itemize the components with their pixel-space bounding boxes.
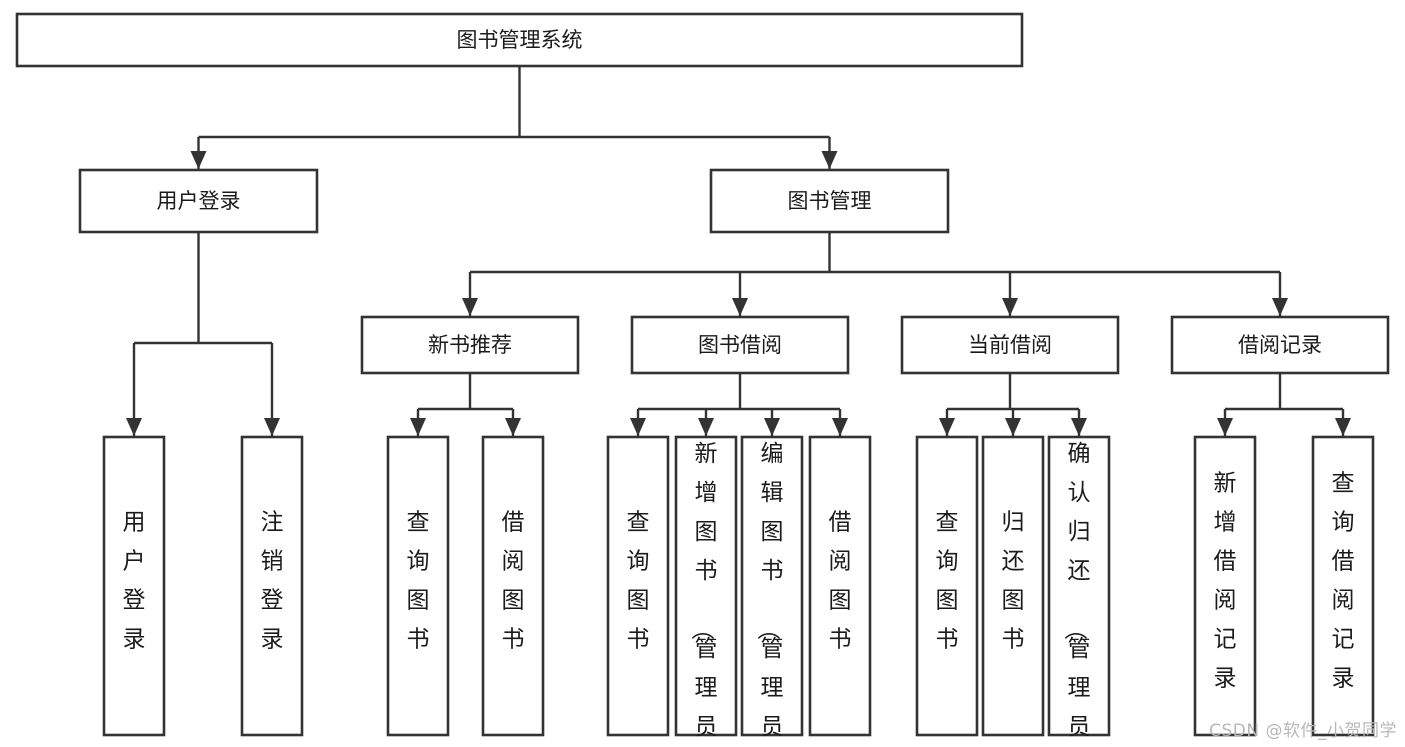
arrow-head-icon xyxy=(698,418,714,436)
level3-node-new-book-rec[interactable]: 新书推荐 xyxy=(360,315,580,375)
arrow-head-icon xyxy=(832,418,848,436)
leaf-label: 借阅图书 xyxy=(829,510,852,653)
root-node-book-management-system[interactable]: 图书管理系统 xyxy=(15,12,1024,68)
connector-borrow-records-to-leaves xyxy=(1217,373,1351,436)
level2-node-book-manage[interactable]: 图书管理 xyxy=(709,168,950,234)
connector-current-borrow-to-leaves xyxy=(939,373,1087,436)
arrow-head-icon xyxy=(126,418,142,436)
leaf-label: 新增图书（管理员） xyxy=(689,441,718,747)
leaf-node-leaf-return-book[interactable]: 归还图书 xyxy=(981,435,1045,737)
arrow-head-icon xyxy=(1071,418,1087,436)
connector-new-book-rec-to-leaves xyxy=(410,373,521,436)
connector-root-to-level2 xyxy=(190,66,838,169)
leaf-node-leaf-query-book-cur[interactable]: 查询图书 xyxy=(915,435,979,737)
leaf-node-leaf-add-book[interactable]: 新增图书（管理员） xyxy=(674,435,738,747)
node-label: 图书借阅 xyxy=(698,333,782,357)
level3-node-borrow-records[interactable]: 借阅记录 xyxy=(1170,315,1390,375)
leaf-node-leaf-query-book-rec[interactable]: 查询图书 xyxy=(386,435,450,737)
leaf-label: 归还图书 xyxy=(1002,510,1025,653)
arrow-head-icon xyxy=(1272,298,1288,316)
connector-user-login-to-leaves xyxy=(126,232,280,436)
arrow-head-icon xyxy=(505,418,521,436)
leaf-node-leaf-confirm-return[interactable]: 确认归还（管理员） xyxy=(1047,435,1111,747)
arrow-head-icon xyxy=(190,151,207,169)
level3-node-current-borrow[interactable]: 当前借阅 xyxy=(900,315,1120,375)
arrow-head-icon xyxy=(732,298,748,316)
arrow-head-icon xyxy=(630,418,646,436)
leaf-label: 注销登录 xyxy=(261,510,284,653)
leaf-label: 借阅图书 xyxy=(502,510,525,653)
leaf-node-leaf-user-login[interactable]: 用户登录 xyxy=(102,435,166,737)
arrow-head-icon xyxy=(821,151,838,169)
leaf-label: 查询图书 xyxy=(627,510,650,653)
node-label: 图书管理 xyxy=(788,189,872,213)
leaf-label: 编辑图书（管理员） xyxy=(755,441,784,747)
leaf-label: 用户登录 xyxy=(123,510,146,653)
leaf-label: 确认归还（管理员） xyxy=(1062,441,1091,747)
arrow-head-icon xyxy=(462,298,478,316)
leaf-node-leaf-query-record[interactable]: 查询借阅记录 xyxy=(1311,435,1375,737)
node-label: 当前借阅 xyxy=(968,333,1052,357)
leaf-node-leaf-borrow-book-rec[interactable]: 借阅图书 xyxy=(481,435,545,737)
leaf-label: 查询图书 xyxy=(407,510,430,653)
arrow-head-icon xyxy=(939,418,955,436)
nodes-layer: 图书管理系统用户登录图书管理新书推荐图书借阅当前借阅借阅记录用户登录注销登录查询… xyxy=(15,12,1390,747)
leaf-node-leaf-query-book-bor[interactable]: 查询图书 xyxy=(606,435,670,737)
arrow-head-icon xyxy=(264,418,280,436)
arrow-head-icon xyxy=(1005,418,1021,436)
leaf-node-leaf-logout[interactable]: 注销登录 xyxy=(240,435,304,737)
node-label: 用户登录 xyxy=(157,189,241,213)
arrow-head-icon xyxy=(410,418,426,436)
connector-book-borrow-to-leaves xyxy=(630,373,848,436)
leaf-label: 查询图书 xyxy=(936,510,959,653)
arrow-head-icon xyxy=(1002,298,1018,316)
leaf-label: 查询借阅记录 xyxy=(1332,471,1355,692)
node-label: 图书管理系统 xyxy=(457,28,583,52)
level3-node-book-borrow[interactable]: 图书借阅 xyxy=(630,315,850,375)
leaf-node-leaf-borrow-book-bor[interactable]: 借阅图书 xyxy=(808,435,872,737)
arrow-head-icon xyxy=(764,418,780,436)
leaf-node-leaf-edit-book[interactable]: 编辑图书（管理员） xyxy=(740,435,804,747)
level2-node-user-login[interactable]: 用户登录 xyxy=(78,168,319,234)
watermark-label: CSDN @软件_小贺同学 xyxy=(1209,721,1397,741)
connectors-layer xyxy=(126,66,1351,436)
node-label: 新书推荐 xyxy=(428,333,512,357)
leaf-node-leaf-add-record[interactable]: 新增借阅记录 xyxy=(1193,435,1257,737)
arrow-head-icon xyxy=(1335,418,1351,436)
connector-book-manage-to-level3 xyxy=(462,232,1288,316)
node-label: 借阅记录 xyxy=(1238,333,1322,357)
leaf-label: 新增借阅记录 xyxy=(1214,471,1237,692)
arrow-head-icon xyxy=(1217,418,1233,436)
